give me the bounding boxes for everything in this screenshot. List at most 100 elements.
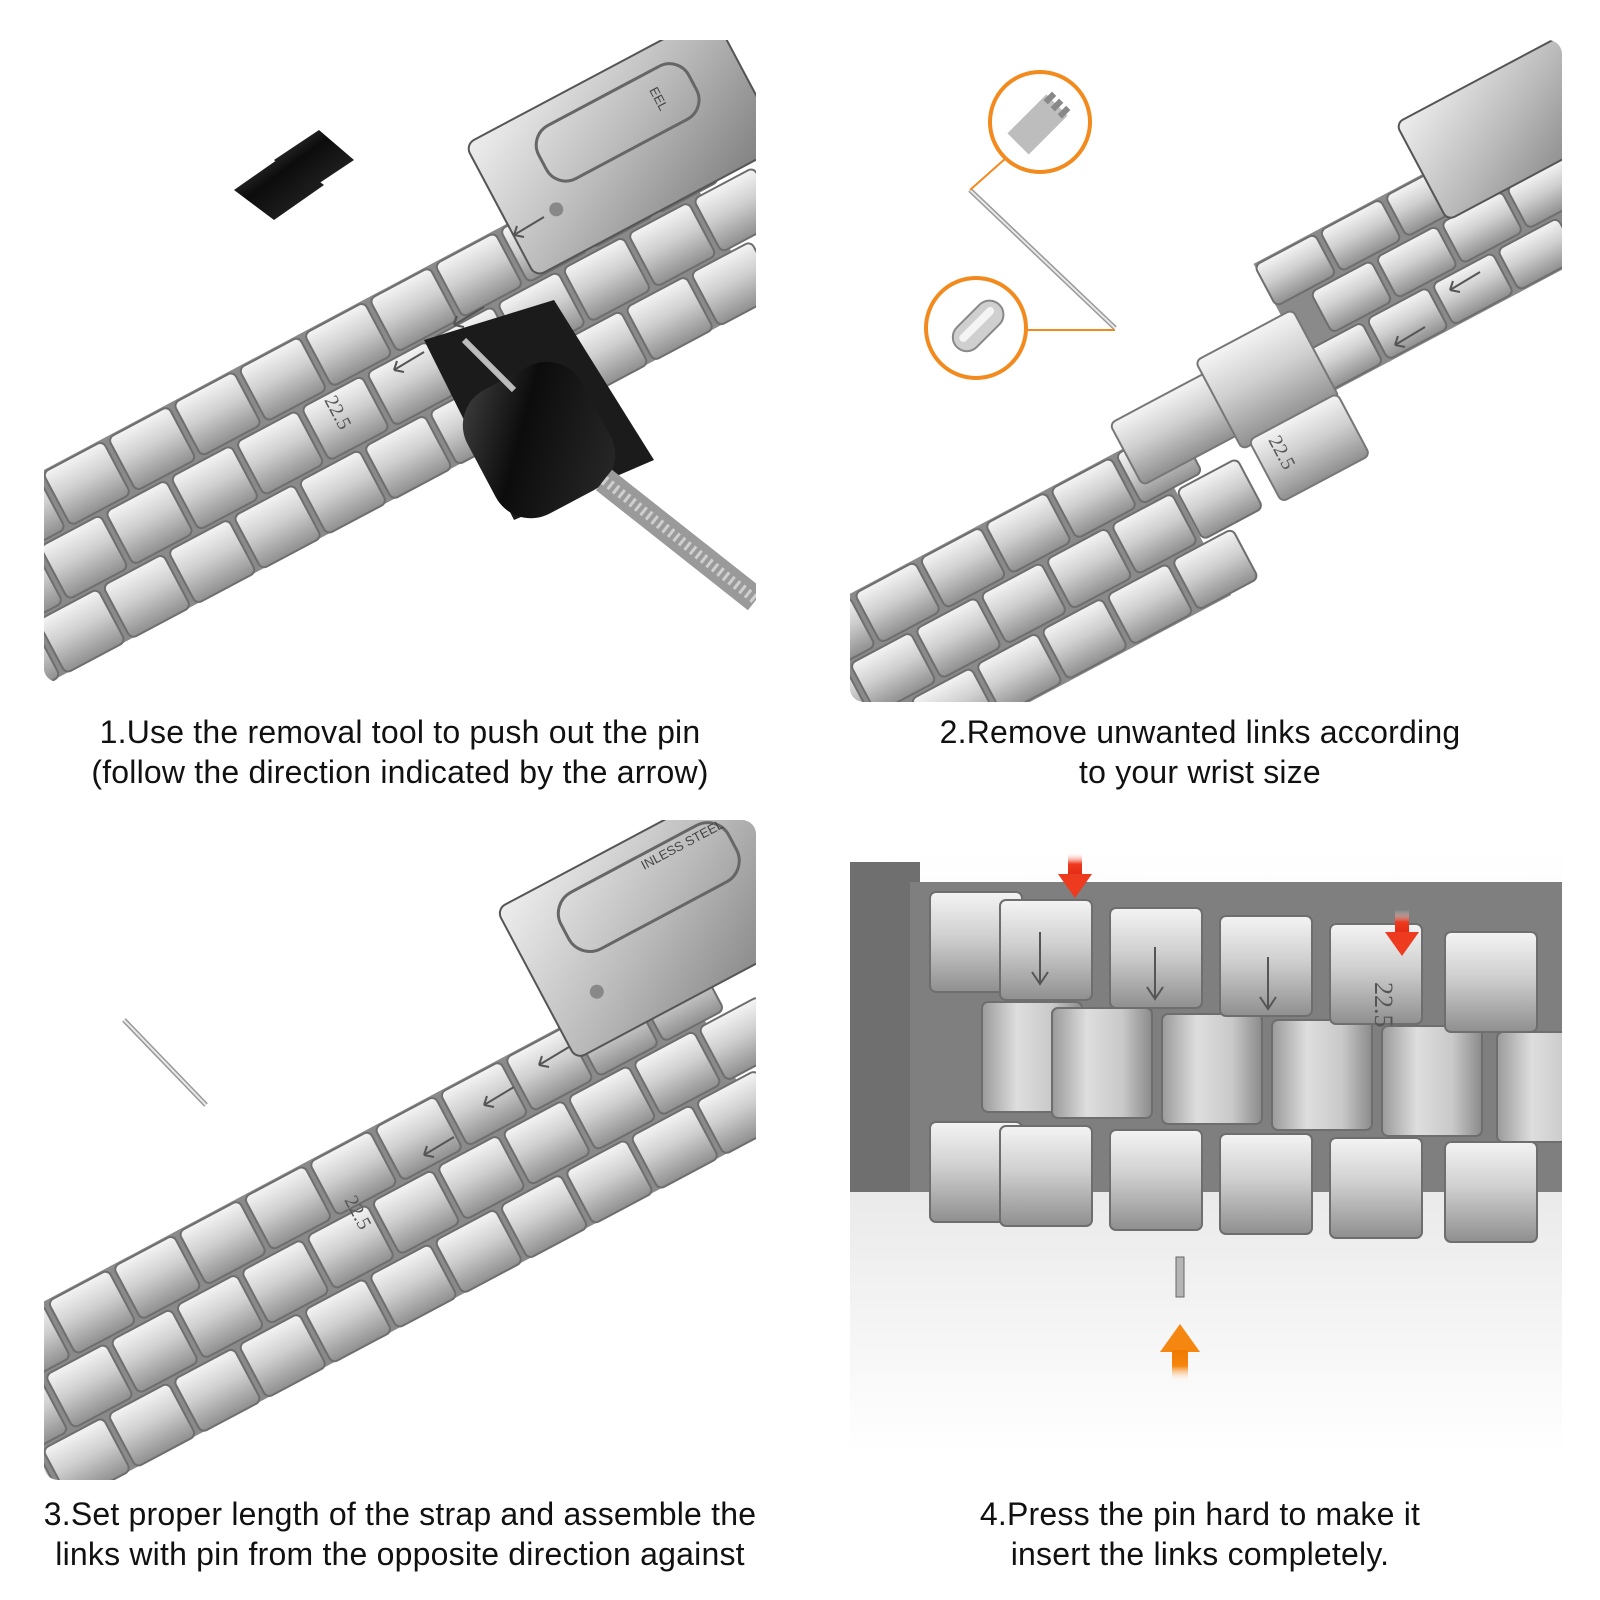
bracelet-link bbox=[375, 1097, 462, 1180]
step-1-caption-line-1: 1.Use the removal tool to push out the p… bbox=[99, 714, 701, 750]
bracelet-with-removal-tool: EEL 22.5 bbox=[44, 40, 756, 682]
bracelet-link bbox=[916, 598, 1001, 678]
bracelet-link bbox=[44, 1453, 65, 1480]
bracelet-link bbox=[44, 589, 125, 673]
bracelet-link bbox=[169, 520, 256, 603]
direction-arrows bbox=[1031, 932, 1277, 1011]
step-2-caption-line-2: to your wrist size bbox=[1079, 754, 1321, 790]
bracelet-link bbox=[44, 515, 128, 599]
bracelet-link bbox=[1498, 218, 1562, 290]
bracelet-link bbox=[239, 1314, 326, 1397]
clasp bbox=[1397, 40, 1562, 219]
bracelet-link bbox=[1377, 226, 1457, 298]
bracelet-link bbox=[44, 550, 62, 634]
bracelet-link bbox=[1107, 564, 1193, 644]
step-3-caption: 3.Set proper length of the strap and ass… bbox=[0, 1494, 800, 1574]
bracelet-link bbox=[310, 1131, 397, 1215]
bracelet-link bbox=[239, 337, 326, 421]
bracelet-link bbox=[174, 1349, 261, 1432]
bracelet-link bbox=[691, 242, 756, 326]
step-2-caption-line-1: 2.Remove unwanted links according bbox=[939, 714, 1461, 750]
direction-arrows bbox=[423, 1046, 570, 1158]
press-down-arrow-icon bbox=[1058, 852, 1419, 956]
bracelet-link bbox=[177, 1275, 263, 1358]
pin-removal-tool-icon bbox=[234, 130, 756, 611]
bracelet-link bbox=[174, 372, 261, 456]
bracelet-link bbox=[103, 555, 190, 638]
step-1-caption-line-2: (follow the direction indicated by the a… bbox=[91, 754, 709, 790]
bracelet-link bbox=[1320, 200, 1401, 271]
bracelet-upper-segment bbox=[1253, 85, 1562, 397]
bracelet-link bbox=[1112, 494, 1197, 574]
bracelet-reassembly: INLESS STEEL 22.5 bbox=[44, 820, 756, 1480]
bracelet-link bbox=[694, 168, 756, 252]
bracelet-link bbox=[850, 667, 870, 702]
bracelet-link bbox=[1444, 1141, 1538, 1243]
bracelet-link bbox=[977, 634, 1062, 702]
bracelet-link bbox=[566, 1140, 653, 1224]
bracelet-link bbox=[365, 416, 452, 499]
step-3-caption-line-2: links with pin from the opposite directi… bbox=[55, 1536, 745, 1572]
bracelet-front-view bbox=[850, 862, 1562, 1243]
bracelet-link bbox=[44, 1418, 130, 1480]
step-2-caption: 2.Remove unwanted links according to you… bbox=[800, 712, 1600, 792]
bracelet-link bbox=[305, 303, 392, 386]
bracelet-link bbox=[503, 1101, 590, 1185]
bracelet-link bbox=[986, 493, 1071, 573]
bracelet-link bbox=[1433, 253, 1513, 324]
bracelet-link bbox=[981, 563, 1066, 643]
bracelet-link bbox=[1161, 1013, 1263, 1125]
clasp bbox=[498, 820, 756, 1057]
direction-arrows bbox=[393, 216, 545, 373]
step-4-caption-line-1: 4.Press the pin hard to make it bbox=[979, 1496, 1421, 1532]
spring-bar-pin-icon bbox=[968, 188, 1117, 330]
step-4-caption: 4.Press the pin hard to make it insert t… bbox=[800, 1494, 1600, 1574]
bracelet-link bbox=[111, 1309, 198, 1393]
bracelet-link bbox=[435, 1210, 522, 1293]
bracelet-link bbox=[44, 624, 60, 682]
step-2-image: 22.5 bbox=[850, 40, 1562, 702]
spring-bar-pin-icon bbox=[122, 1018, 208, 1107]
bracelet-link bbox=[629, 203, 716, 286]
bracelet-link bbox=[114, 1236, 201, 1319]
bracelet-link bbox=[631, 1105, 718, 1189]
bracelet-link bbox=[1381, 1025, 1483, 1137]
pin-end-callout-top bbox=[969, 70, 1092, 191]
bracelet-pin-insertion: 22.5 bbox=[850, 852, 1562, 1452]
bracelet-link bbox=[563, 237, 650, 321]
bracelet-link bbox=[699, 997, 756, 1080]
bracelet-link bbox=[1219, 915, 1313, 1017]
bracelet-link bbox=[850, 597, 875, 677]
bracelet-link bbox=[302, 376, 389, 460]
step-1-image: EEL 22.5 bbox=[44, 40, 756, 682]
bracelet-link bbox=[1496, 1031, 1562, 1143]
push-up-arrow-icon bbox=[1160, 1324, 1200, 1382]
bracelet-link bbox=[1051, 1007, 1153, 1119]
spring-bar-pin-icon bbox=[1175, 1256, 1185, 1298]
bracelet-link bbox=[234, 485, 321, 569]
step-1-caption: 1.Use the removal tool to push out the p… bbox=[0, 712, 800, 792]
bracelet-link bbox=[305, 1279, 392, 1363]
bracelet-link bbox=[237, 411, 324, 495]
bracelet-link bbox=[373, 1170, 460, 1254]
bracelet-link bbox=[569, 1066, 656, 1150]
bracelet-link bbox=[697, 1071, 756, 1154]
bracelet-link bbox=[1219, 1133, 1313, 1235]
bracelet-link bbox=[855, 562, 940, 642]
bracelet-link bbox=[299, 450, 386, 534]
bracelet-link bbox=[1329, 1137, 1423, 1239]
bracelet-band bbox=[44, 129, 756, 682]
bracelet-link bbox=[1311, 261, 1392, 332]
pin-end-callout-bottom bbox=[924, 276, 1115, 380]
step-3-caption-line-1: 3.Set proper length of the strap and ass… bbox=[43, 1496, 757, 1532]
bracelet-link bbox=[44, 476, 65, 560]
bracelet-link bbox=[435, 233, 522, 317]
bracelet-link bbox=[1177, 459, 1262, 539]
bracelet-link bbox=[106, 481, 193, 564]
step-3-image: INLESS STEEL 22.5 bbox=[44, 820, 756, 1480]
bracelet-link bbox=[911, 668, 997, 702]
bracelet-link bbox=[851, 633, 936, 702]
removed-links: 22.5 bbox=[1110, 310, 1369, 501]
bracelet-link bbox=[1367, 288, 1448, 359]
bracelet-separated-links: 22.5 bbox=[850, 40, 1562, 702]
